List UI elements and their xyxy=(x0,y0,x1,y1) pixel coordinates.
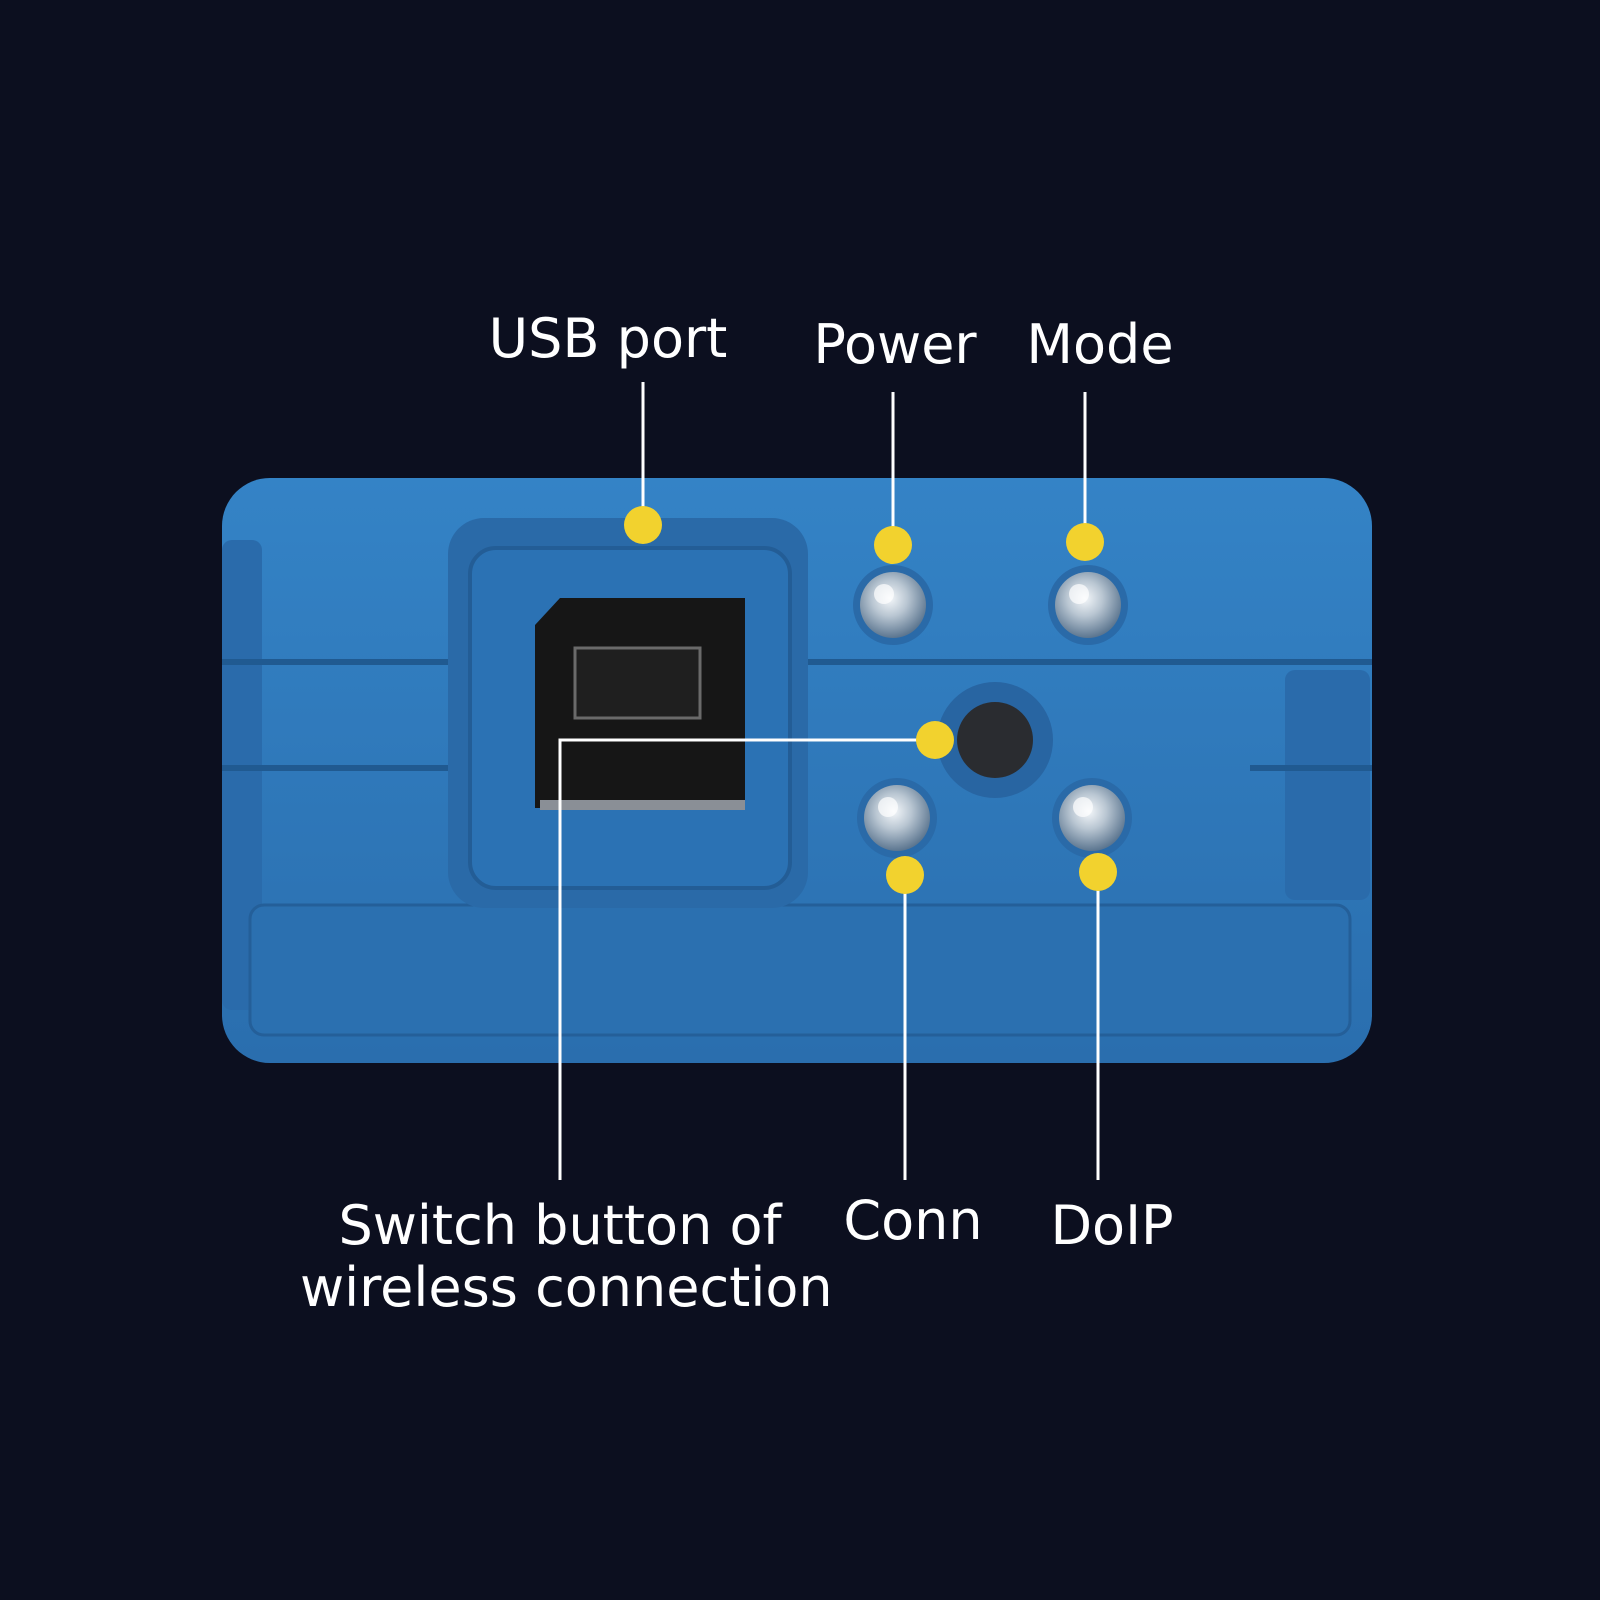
led-doip xyxy=(1052,778,1132,858)
device-right-ridge xyxy=(1285,670,1370,900)
usb-port-base xyxy=(540,800,745,810)
push-button-icon xyxy=(957,702,1033,778)
leader-switch xyxy=(558,738,935,1180)
led-icon xyxy=(1055,572,1121,638)
marker-mode xyxy=(1066,523,1104,561)
label-switch-line1: Switch button of xyxy=(338,1194,782,1257)
led-icon xyxy=(1059,785,1125,851)
usb-port-contact xyxy=(573,646,702,720)
label-usb-port: USB port xyxy=(488,307,728,370)
marker-power xyxy=(874,526,912,564)
device-left-ridge xyxy=(222,540,262,1010)
marker-usb xyxy=(624,506,662,544)
marker-switch xyxy=(916,721,954,759)
led-mode xyxy=(1048,565,1128,645)
label-switch-button: Switch button of wireless connection xyxy=(300,1194,833,1319)
led-conn xyxy=(857,778,937,858)
marker-conn xyxy=(886,856,924,894)
led-icon xyxy=(860,572,926,638)
label-conn: Conn xyxy=(843,1189,983,1252)
label-doip: DoIP xyxy=(1050,1194,1174,1257)
label-mode: Mode xyxy=(1026,313,1174,376)
device-inner-panel xyxy=(248,903,1352,1037)
marker-doip xyxy=(1079,853,1117,891)
led-icon xyxy=(864,785,930,851)
led-power xyxy=(853,565,933,645)
label-power: Power xyxy=(813,313,977,376)
label-switch-line2: wireless connection xyxy=(300,1256,833,1319)
